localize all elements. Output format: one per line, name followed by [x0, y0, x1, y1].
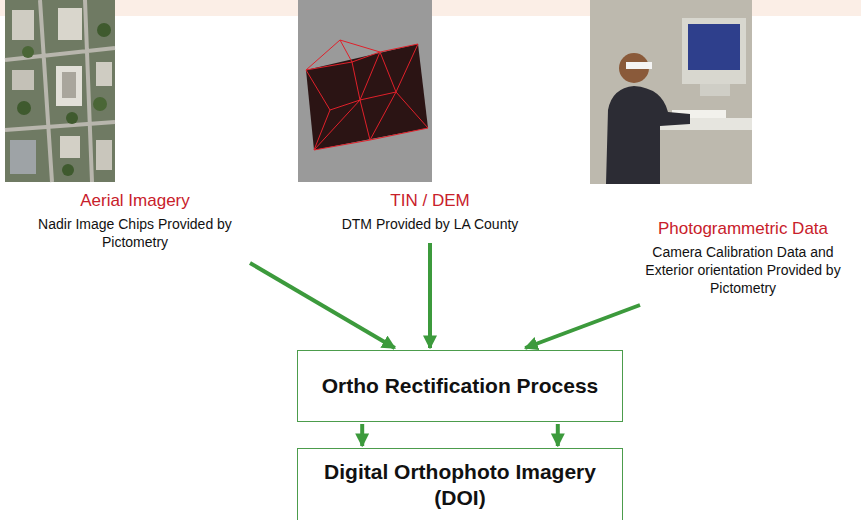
- aerial-tree: [22, 46, 34, 58]
- source-caption: Photogrammetric DataCamera Calibration D…: [630, 218, 856, 297]
- person-body: [606, 86, 690, 184]
- aerial-building: [56, 66, 82, 106]
- aerial-building: [10, 140, 36, 174]
- aerial-building: [60, 136, 80, 158]
- source-title: Aerial Imagery: [20, 190, 250, 211]
- source-note: DTM Provided by LA County: [330, 215, 530, 233]
- aerial-building: [62, 72, 76, 98]
- flow-arrow: [250, 263, 395, 348]
- aerial-tree: [93, 97, 107, 111]
- aerial-building: [12, 10, 34, 40]
- aerial-tree: [62, 164, 74, 176]
- source-caption: TIN / DEM DTM Provided by LA County: [330, 190, 530, 233]
- flow-arrow: [556, 424, 560, 446]
- source-note: Nadir Image Chips Provided by Pictometry: [20, 215, 250, 251]
- aerial-tree: [66, 112, 78, 124]
- aerial-tree: [17, 101, 31, 115]
- tin-illustration: [298, 0, 432, 182]
- tin-ground: [298, 0, 432, 182]
- box-label: Ortho Rectification Process: [315, 373, 605, 399]
- aerial-building: [12, 70, 34, 90]
- source-title: Photogrammetric Data: [630, 218, 856, 239]
- monitor-screen: [688, 24, 740, 70]
- monitor-stand: [700, 84, 730, 96]
- source-title: TIN / DEM: [330, 190, 530, 211]
- output-box: Digital Orthophoto Imagery (DOI): [297, 448, 623, 520]
- stereo-glasses: [626, 62, 652, 69]
- box-label: Digital Orthophoto Imagery (DOI): [315, 459, 605, 511]
- aerial-photo: [5, 0, 115, 182]
- aerial-building: [96, 62, 112, 86]
- process-box: Ortho Rectification Process: [297, 350, 623, 422]
- flow-arrow: [525, 305, 640, 348]
- flow-arrow: [360, 424, 364, 446]
- aerial-ground: [5, 0, 115, 182]
- tin-mesh: [306, 40, 428, 150]
- aerial-roads: [5, 0, 115, 182]
- photo-room: [590, 0, 752, 184]
- aerial-building: [58, 8, 82, 40]
- source-note: Camera Calibration Data and Exterior ori…: [630, 243, 856, 297]
- aerial-building: [96, 140, 112, 170]
- flow-arrow: [428, 243, 432, 348]
- tin-surface: [306, 44, 428, 150]
- monitor: [682, 18, 746, 84]
- workstation-photo: [590, 0, 752, 184]
- source-caption: Aerial ImageryNadir Image Chips Provided…: [20, 190, 250, 251]
- aerial-tree: [97, 23, 111, 37]
